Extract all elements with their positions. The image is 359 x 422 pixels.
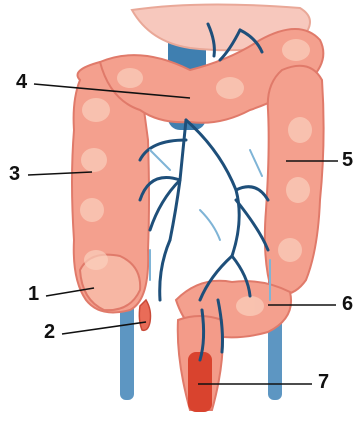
label-5: 5 — [342, 150, 353, 170]
label-7: 7 — [318, 372, 329, 392]
mesenteric-vessels-light — [150, 150, 270, 300]
label-4: 4 — [16, 72, 27, 92]
label-3: 3 — [9, 164, 20, 184]
label-2: 2 — [44, 322, 55, 342]
label-1: 1 — [28, 284, 39, 304]
label-6: 6 — [342, 294, 353, 314]
appendix — [139, 300, 150, 330]
colon — [72, 29, 324, 412]
